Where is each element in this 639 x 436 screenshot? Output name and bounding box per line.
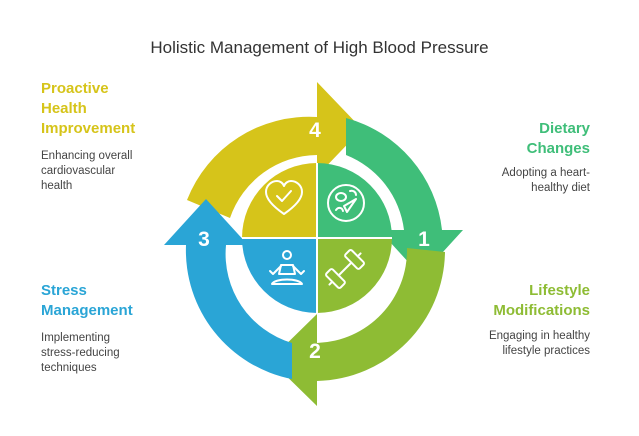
step-3-heading: Stress Management	[41, 282, 133, 319]
meditation-icon	[269, 250, 305, 285]
inner-quadrant-3	[242, 238, 317, 313]
step-2-heading: Lifestyle Modifications	[493, 282, 590, 319]
arc-step-2	[270, 248, 445, 406]
step-2-description: Engaging in healthy lifestyle practices	[488, 330, 590, 357]
step-4-heading: Proactive Health Improvement	[41, 80, 136, 137]
step-1-heading: Dietary Changes	[526, 120, 590, 157]
page-title: Holistic Management of High Blood Pressu…	[150, 38, 489, 57]
step-3-description: Implementing stress-reducing techniques	[41, 332, 120, 374]
heart-check-icon	[265, 180, 303, 215]
step-4-description: Enhancing overall cardiovascular health	[41, 150, 133, 192]
arc-step-3	[164, 199, 292, 379]
salad-bowl-icon	[327, 184, 365, 222]
step-number-2: 2	[309, 340, 321, 363]
inner-quadrant-2	[317, 238, 392, 313]
step-number-3: 3	[198, 228, 210, 251]
step-1-description: Adopting a heart- healthy diet	[501, 167, 590, 194]
arc-step-1	[346, 118, 463, 276]
step-number-1: 1	[418, 228, 430, 251]
arc-step-4	[187, 82, 362, 218]
dumbbell-icon	[325, 249, 365, 289]
step-number-4: 4	[309, 119, 321, 142]
inner-quadrant-4	[242, 163, 317, 238]
